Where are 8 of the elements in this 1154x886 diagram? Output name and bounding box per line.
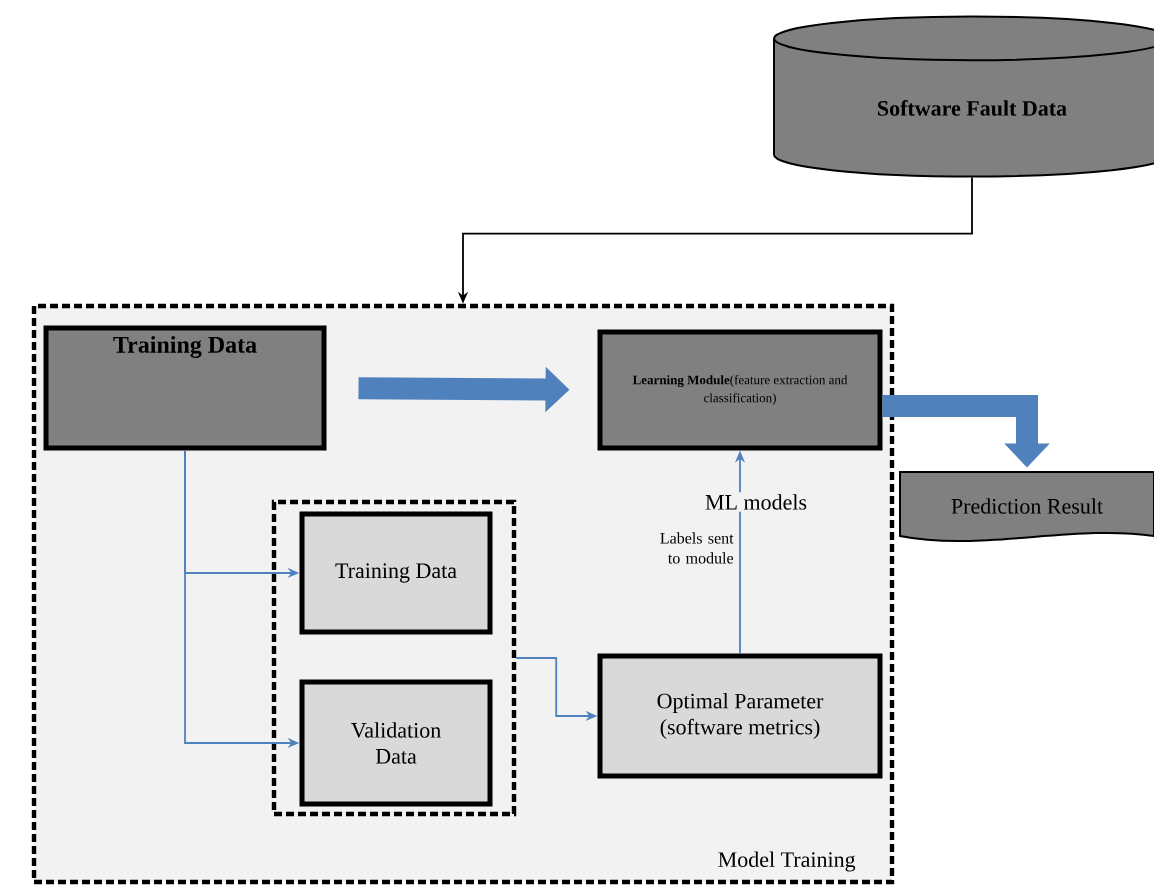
annotation: ML models — [703, 492, 810, 512]
dashed-frame — [271, 499, 517, 817]
process-box: Validation Data — [299, 679, 493, 807]
process-box: Training Data — [299, 511, 493, 635]
process-box: Training Data — [43, 325, 327, 451]
database-cylinder: Software Fault Data — [773, 15, 1154, 178]
process-box: Optimal Parameter (software metrics) — [597, 653, 883, 779]
edge-label: Labels sent to module — [660, 532, 734, 564]
